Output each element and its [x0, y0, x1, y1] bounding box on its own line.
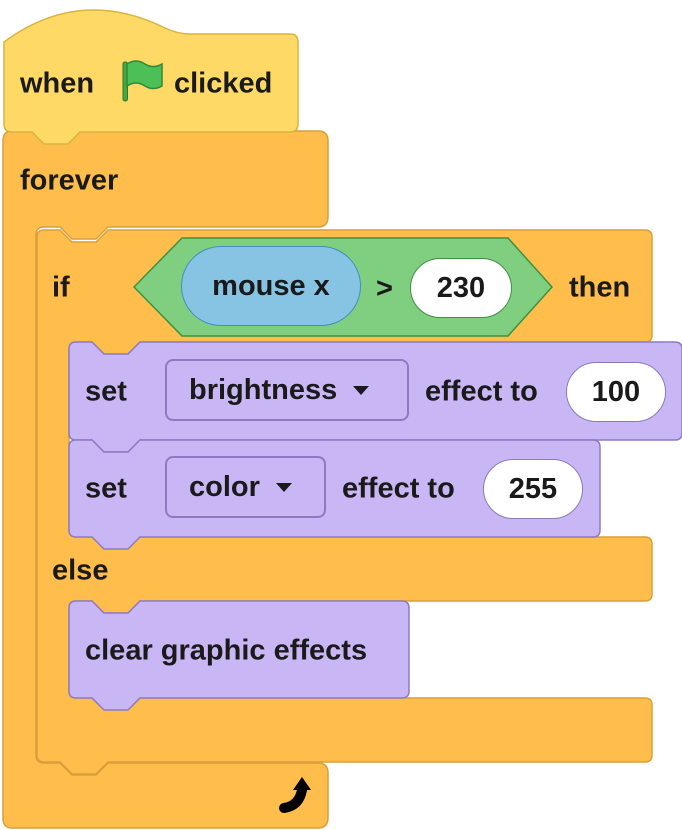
color-value-input[interactable]: 255 [483, 459, 583, 519]
forever-block[interactable] [2, 130, 329, 829]
clear-graphic-effects-block[interactable] [68, 600, 410, 711]
forever-label: forever [20, 164, 119, 197]
mouse-x-reporter[interactable]: mouse x [181, 246, 361, 326]
loop-arrow-icon [279, 777, 311, 813]
then-label: then [569, 271, 631, 304]
effect-to-label: effect to [342, 472, 455, 505]
dropdown-arrow-icon [353, 385, 370, 395]
brightness-value-input[interactable]: 100 [566, 362, 666, 422]
effect-dropdown[interactable]: brightness [165, 359, 409, 421]
effect-dropdown-value: brightness [189, 373, 338, 406]
green-flag-icon [122, 60, 163, 102]
threshold-input[interactable]: 230 [410, 258, 512, 318]
when-label: when [20, 67, 95, 100]
dropdown-arrow-icon [275, 482, 292, 492]
set-label: set [85, 472, 127, 505]
effect-dropdown[interactable]: color [165, 456, 326, 518]
clear-graphic-effects-label: clear graphic effects [85, 634, 368, 667]
if-label: if [52, 271, 70, 304]
else-label: else [52, 554, 109, 587]
effect-dropdown-value: color [189, 470, 260, 503]
clicked-label: clicked [174, 67, 273, 100]
set-label: set [85, 375, 127, 408]
greater-than-sign: > [376, 272, 393, 305]
effect-to-label: effect to [425, 375, 538, 408]
